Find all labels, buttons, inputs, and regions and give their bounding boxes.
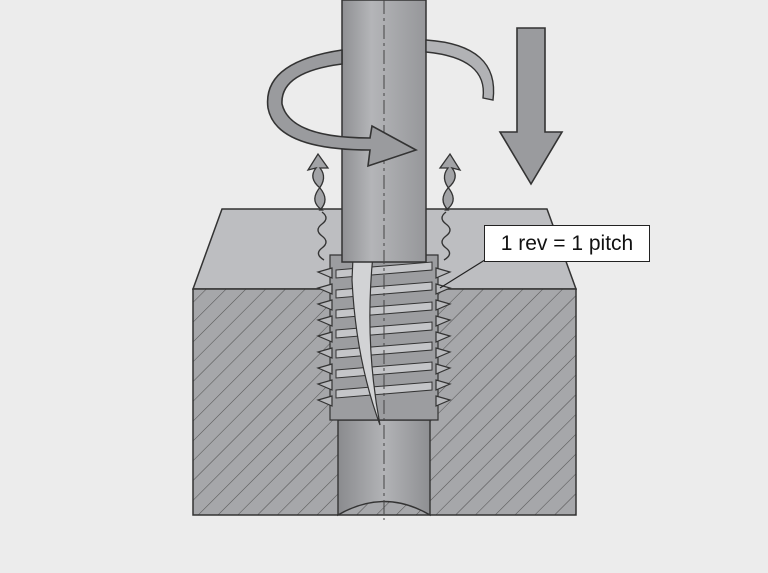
drilled-hole (337, 419, 431, 517)
feed-direction-arrow-icon (498, 27, 564, 186)
tap-threads (316, 267, 452, 407)
callout-leader (439, 257, 489, 289)
rotation-arrow-icon (266, 49, 418, 168)
chip-curls (317, 211, 451, 261)
rotation-arrow-back (425, 39, 495, 101)
pitch-callout-label: 1 rev = 1 pitch (484, 225, 650, 262)
chip-evacuation-arrow-icon (306, 152, 462, 211)
